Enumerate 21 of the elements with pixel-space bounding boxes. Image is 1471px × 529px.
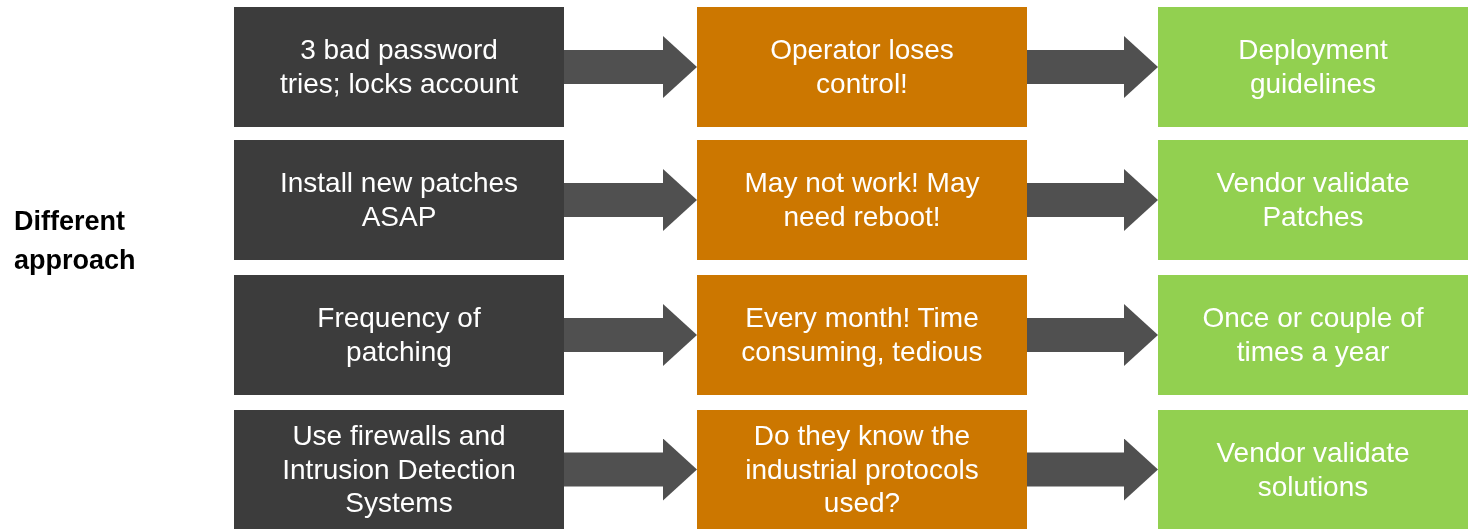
block-arrow <box>564 36 697 98</box>
block-arrow <box>564 438 697 501</box>
solution-box: Once or couple of times a year <box>1158 275 1468 395</box>
problem-box: Frequency of patching <box>234 275 564 395</box>
consequence-box: Do they know the industrial protocols used? <box>697 410 1027 529</box>
solution-box: Deployment guidelines <box>1158 7 1468 127</box>
consequence-box: Operator loses control! <box>697 7 1027 127</box>
block-arrow <box>1027 36 1158 98</box>
solution-box: Vendor validate Patches <box>1158 140 1468 260</box>
problem-box: 3 bad password tries; locks account <box>234 7 564 127</box>
problem-box: Install new patches ASAP <box>234 140 564 260</box>
solution-box: Vendor validate solutions <box>1158 410 1468 529</box>
block-arrow <box>1027 304 1158 366</box>
consequence-box: Every month! Time consuming, tedious <box>697 275 1027 395</box>
block-arrow <box>564 169 697 231</box>
problem-box: Use firewalls and Intrusion Detection Systems <box>234 410 564 529</box>
block-arrow <box>564 304 697 366</box>
block-arrow <box>1027 169 1158 231</box>
block-arrow <box>1027 438 1158 501</box>
consequence-box: May not work! May need reboot! <box>697 140 1027 260</box>
side-heading: Different approach <box>14 205 137 278</box>
